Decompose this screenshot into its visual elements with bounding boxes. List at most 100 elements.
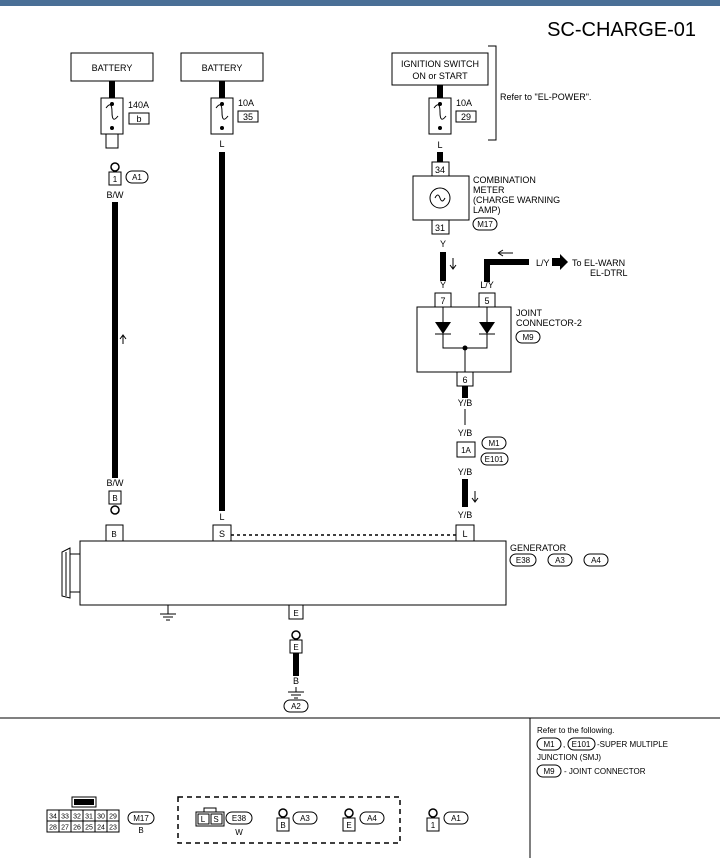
meter-label-2: METER bbox=[473, 185, 505, 195]
wire-color-y-bottom: Y bbox=[440, 280, 446, 290]
meter-pin-top: 34 bbox=[435, 165, 445, 175]
gen-term-e: E bbox=[293, 609, 298, 618]
ignition-line2: ON or START bbox=[412, 71, 468, 81]
fuse-140a-id: b bbox=[136, 114, 141, 124]
a1-bottom-oval bbox=[443, 811, 469, 825]
battery-2-label: BATTERY bbox=[202, 63, 243, 73]
wire-color-ly: L/Y bbox=[480, 280, 494, 290]
m17-pin-number: 32 bbox=[73, 814, 81, 821]
to-el-warn-2: EL-DTRL bbox=[590, 268, 628, 278]
wire-color-yb-2: Y/B bbox=[458, 428, 473, 438]
m17-pin-number: 24 bbox=[97, 825, 105, 832]
a1-connector-label: A1 bbox=[132, 173, 142, 182]
m17-pin-number: 29 bbox=[109, 814, 117, 821]
ground-a2: A2 bbox=[291, 702, 301, 711]
meter-connector: M17 bbox=[477, 220, 493, 229]
a1-connector-oval bbox=[125, 170, 149, 184]
fuse-10a-29-icon bbox=[428, 97, 452, 135]
gen-a4: A4 bbox=[591, 556, 601, 565]
joint-connector-oval bbox=[515, 330, 541, 344]
e38-pin-s: S bbox=[213, 815, 218, 824]
a4-bottom-connector-icon bbox=[342, 808, 356, 832]
gen-term-l: L bbox=[462, 529, 467, 539]
meter-label-1: COMBINATION bbox=[473, 175, 536, 185]
gen-a4-oval bbox=[583, 553, 609, 567]
ground-pin: E bbox=[293, 643, 298, 652]
gen-e38: E38 bbox=[516, 556, 531, 565]
arrow-right-icon bbox=[552, 254, 568, 270]
window-top-bar bbox=[0, 0, 720, 6]
a3-bottom-pin: B bbox=[280, 821, 285, 830]
battery-1-label: BATTERY bbox=[92, 63, 133, 73]
generator-body bbox=[79, 540, 507, 606]
joint-connector-box bbox=[416, 306, 512, 373]
gen-term-s: S bbox=[219, 529, 225, 539]
a3-bottom-connector-icon bbox=[276, 808, 290, 832]
a3-pin: B bbox=[112, 494, 117, 503]
ignition-switch-box bbox=[391, 52, 489, 86]
refer-smj-text: -SUPER MULTIPLE bbox=[597, 740, 668, 749]
fuse-10a-29-id-box bbox=[455, 110, 477, 123]
fuse-10a-35-id: 35 bbox=[243, 112, 253, 122]
fuse-10a-35-icon bbox=[210, 97, 234, 135]
smj-pin: 1A bbox=[461, 446, 471, 455]
meter-label-3: (CHARGE WARNING bbox=[473, 195, 560, 205]
m17-color: B bbox=[138, 826, 143, 835]
refer-m1: M1 bbox=[543, 740, 555, 749]
a3-bottom-oval bbox=[292, 811, 318, 825]
fuse-140a-icon bbox=[100, 97, 124, 135]
arrow-down-icon bbox=[449, 258, 457, 270]
lamp-icon bbox=[429, 187, 451, 209]
meter-pin-bottom-box bbox=[431, 219, 450, 235]
fuse-10a-29-rating: 10A bbox=[456, 98, 472, 108]
wire-color-yb-4: Y/B bbox=[458, 510, 473, 520]
meter-connector-oval bbox=[472, 217, 498, 231]
a4-bottom-pin: E bbox=[346, 821, 351, 830]
a1-pin: 1 bbox=[113, 175, 118, 184]
smj-m1: M1 bbox=[488, 439, 500, 448]
arrow-up-icon bbox=[119, 334, 127, 344]
bottom-dashed-group bbox=[177, 796, 401, 844]
a1-bottom-pin: 1 bbox=[431, 821, 436, 830]
gen-a3-oval bbox=[547, 553, 573, 567]
wire-color-bw-top: B/W bbox=[107, 190, 125, 200]
m17-pin-number: 33 bbox=[61, 814, 69, 821]
e38-connector-icon bbox=[195, 807, 225, 827]
joint-pin5: 5 bbox=[484, 296, 489, 306]
meter-pin-bottom: 31 bbox=[435, 223, 445, 233]
joint-pin7: 7 bbox=[440, 296, 445, 306]
a1-bottom-label: A1 bbox=[451, 814, 461, 823]
page-code: SC-CHARGE-01 bbox=[547, 19, 696, 41]
refer-m9: M9 bbox=[543, 767, 555, 776]
fuse-10a-35-id-box bbox=[237, 110, 259, 123]
a1-bottom-connector-icon bbox=[426, 808, 440, 832]
refer-m9-oval bbox=[536, 764, 562, 778]
wire-color-l-bottom: L bbox=[219, 512, 224, 522]
fuse-140a-rating: 140A bbox=[128, 100, 149, 110]
diode-icon bbox=[435, 307, 495, 372]
arrow-left-icon bbox=[497, 249, 513, 257]
refer-el-power: Refer to "EL-POWER". bbox=[500, 92, 591, 102]
a4-bottom-oval bbox=[359, 811, 385, 825]
refer-bracket bbox=[488, 45, 497, 141]
arrow-down-icon-2 bbox=[471, 491, 479, 503]
gen-term-e-box bbox=[288, 604, 304, 620]
m17-label: M17 bbox=[133, 814, 149, 823]
m17-key-fill bbox=[74, 799, 94, 805]
wire-ly bbox=[484, 259, 529, 282]
wire-color-y-top: Y bbox=[440, 239, 446, 249]
meter-label-4: LAMP) bbox=[473, 205, 501, 215]
m17-oval bbox=[127, 811, 155, 825]
refer-e101-oval bbox=[567, 737, 596, 751]
m17-pin-number: 34 bbox=[49, 814, 57, 821]
generator-label: GENERATOR bbox=[510, 543, 567, 553]
ground-a2-oval bbox=[283, 699, 309, 713]
a3-bottom-label: A3 bbox=[300, 814, 310, 823]
ground-symbol-icon bbox=[288, 687, 304, 699]
e38-color: W bbox=[235, 828, 243, 837]
chassis-ground-icon bbox=[160, 605, 176, 621]
fuse-140a-id-box bbox=[128, 112, 150, 125]
wire-color-yb-1: Y/B bbox=[458, 398, 473, 408]
